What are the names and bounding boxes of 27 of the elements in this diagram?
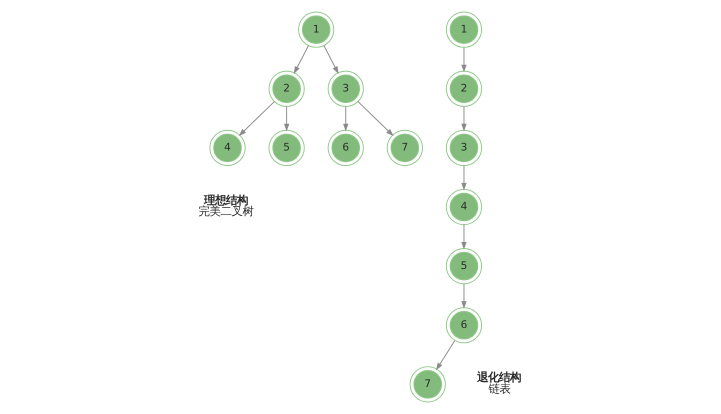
node-circle: 3	[445, 130, 482, 166]
node-circle: 2	[268, 70, 304, 107]
arrow	[342, 106, 348, 132]
arrow	[460, 47, 466, 72]
arrow	[293, 45, 308, 74]
arrow	[460, 106, 466, 132]
arrow	[435, 340, 455, 370]
arrow	[357, 101, 394, 136]
node-circle: 4	[445, 188, 482, 226]
label: 链表	[488, 382, 510, 396]
node-circle: 5	[268, 130, 304, 166]
node-circle: 6	[327, 130, 364, 166]
label: 理想结构	[204, 192, 248, 207]
node-circle: 3	[327, 70, 364, 107]
arrow	[460, 165, 466, 191]
node-circle: 1	[298, 12, 334, 48]
node-circle: 2	[445, 70, 482, 107]
node-circle: 7	[409, 366, 446, 402]
node-circle: 5	[445, 248, 482, 284]
arrow	[322, 45, 338, 74]
arrow	[283, 106, 289, 132]
label: 退化结构	[476, 370, 520, 384]
arrow	[460, 224, 466, 250]
arrow	[238, 101, 274, 136]
node-circle: 6	[445, 307, 482, 344]
arrow	[460, 283, 466, 309]
node-circle: 1	[445, 12, 482, 48]
